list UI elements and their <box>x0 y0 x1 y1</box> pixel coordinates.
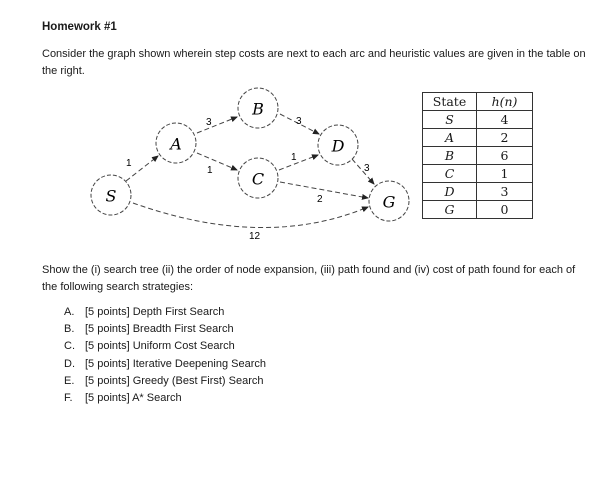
node-label-d: D <box>331 137 345 156</box>
edge-b-d <box>279 113 320 135</box>
heuristic-column-header-text: h(n) <box>491 94 518 109</box>
edge-cost-s-g: 12 <box>249 231 261 242</box>
table-row: B 6 <box>422 146 533 165</box>
edge-a-b <box>196 116 238 134</box>
table-row: D 3 <box>422 182 533 201</box>
node-label-b: B <box>251 100 264 119</box>
edge-s-g <box>132 202 369 228</box>
heuristic-value-cell: 1 <box>476 164 533 183</box>
node-label-a: A <box>168 135 182 154</box>
question-text: Show the (i) search tree (ii) the order … <box>42 264 576 293</box>
state-cell: D <box>422 182 477 201</box>
list-item-letter: C. <box>64 340 75 353</box>
list-item: A. [5 points] Depth First Search <box>64 304 266 321</box>
list-item-letter: B. <box>64 323 75 336</box>
list-item-text: [5 points] Greedy (Best First) Search <box>85 374 264 387</box>
state-cell: B <box>422 146 477 165</box>
list-item: B. [5 points] Breadth First Search <box>64 321 266 338</box>
edge-c-d <box>278 154 319 171</box>
table-row: G 0 <box>422 200 533 219</box>
state-column-header: State <box>422 92 477 111</box>
edge-cost-d-g: 3 <box>364 163 370 174</box>
state-cell: C <box>422 164 477 183</box>
edge-cost-a-c: 1 <box>207 165 213 176</box>
node-a <box>155 122 197 164</box>
edge-c-g <box>279 181 369 200</box>
node-c <box>237 157 279 199</box>
homework-title: Homework #1 <box>42 21 117 33</box>
list-item-text: [5 points] Depth First Search <box>85 306 225 318</box>
heuristic-value-cell: 6 <box>476 146 533 165</box>
node-d <box>317 124 359 166</box>
heuristic-value-cell: 4 <box>476 110 533 129</box>
edge-s-a <box>125 155 159 182</box>
list-item: C. [5 points] Uniform Cost Search <box>64 338 266 355</box>
heuristic-column-header: h(n) <box>476 92 533 111</box>
state-cell: S <box>422 110 477 129</box>
list-item: D. [5 points] Iterative Deepening Search <box>64 356 266 373</box>
edge-cost-c-g: 2 <box>317 194 323 205</box>
state-cell: G <box>422 200 477 219</box>
list-item-letter: E. <box>64 374 75 387</box>
edge-cost-c-d: 1 <box>291 152 297 163</box>
list-item: F. [5 points] A* Search <box>64 390 266 407</box>
list-item-letter: D. <box>64 357 75 370</box>
list-item-text: [5 points] Iterative Deepening Search <box>85 357 267 370</box>
list-item-text: [5 points] Uniform Cost Search <box>85 340 235 353</box>
table-row: S 4 <box>422 110 533 129</box>
list-item-text: [5 points] Breadth First Search <box>85 323 234 336</box>
heuristic-value-cell: 3 <box>476 182 533 201</box>
table-row: C 1 <box>422 164 533 183</box>
state-cell: A <box>422 128 477 147</box>
heuristic-value-cell: 0 <box>476 200 533 219</box>
node-label-c: C <box>252 170 264 189</box>
list-item: E. [5 points] Greedy (Best First) Search <box>64 373 266 390</box>
heuristic-table: State h(n) S 4 A 2 B 6 C 1 D 3 G 0 <box>422 92 533 219</box>
node-g <box>368 180 410 222</box>
list-item-text: [5 points] A* Search <box>85 392 182 405</box>
edge-a-c <box>196 152 238 171</box>
edge-cost-s-a: 1 <box>126 158 132 169</box>
strategy-list: A. [5 points] Depth First Search B. [5 poi… <box>64 304 266 407</box>
node-label-s: S <box>106 187 117 206</box>
node-label-g: G <box>383 193 396 212</box>
node-s <box>90 174 132 216</box>
heuristic-value-cell: 2 <box>476 128 533 147</box>
table-row: A 2 <box>422 128 533 147</box>
edge-d-g <box>351 158 375 185</box>
list-item-letter: F. <box>64 392 73 405</box>
node-b <box>237 87 279 129</box>
edge-cost-a-b: 3 <box>206 117 212 128</box>
problem-intro: Consider the graph shown wherein step co… <box>42 48 586 77</box>
heuristic-table-header: State h(n) <box>422 92 533 111</box>
list-item-letter: A. <box>64 306 75 318</box>
edge-cost-b-d: 3 <box>296 116 302 127</box>
